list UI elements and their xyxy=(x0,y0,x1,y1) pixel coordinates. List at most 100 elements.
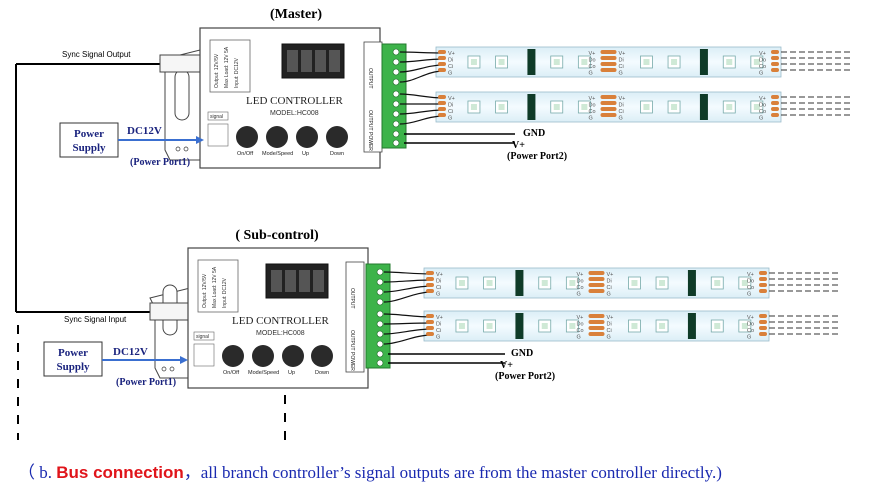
svg-text:Di: Di xyxy=(619,103,624,109)
svg-text:Do: Do xyxy=(577,279,584,285)
svg-text:Power: Power xyxy=(74,128,104,140)
svg-text:V+: V+ xyxy=(619,51,626,57)
svg-text:OUTPUT: OUTPUT xyxy=(349,330,355,351)
svg-text:Di: Di xyxy=(619,58,624,64)
svg-text:V+: V+ xyxy=(747,272,754,278)
svg-text:V+: V+ xyxy=(607,315,614,321)
svg-text:V+: V+ xyxy=(589,96,596,102)
svg-text:Di: Di xyxy=(607,322,612,328)
svg-text:Do: Do xyxy=(747,322,754,328)
svg-text:Ci: Ci xyxy=(607,285,612,291)
svg-text:V+: V+ xyxy=(759,51,766,57)
svg-text:Do: Do xyxy=(589,103,596,109)
svg-text:Input: DC12V: Input: DC12V xyxy=(222,277,228,308)
power-port1-label: (Power Port1) xyxy=(130,157,190,168)
svg-text:POWER: POWER xyxy=(367,132,373,151)
svg-text:Ci: Ci xyxy=(448,109,453,115)
svg-text:Do: Do xyxy=(747,279,754,285)
svg-text:G: G xyxy=(747,335,751,341)
svg-text:Co: Co xyxy=(589,109,596,115)
master-power2-wires: GND V+ (Power Port2) xyxy=(404,128,567,162)
dc-label: DC12V xyxy=(127,125,162,137)
svg-text:V+: V+ xyxy=(448,51,455,57)
svg-text:MODEL:HC008: MODEL:HC008 xyxy=(256,330,305,337)
controller-model: MODEL:HC008 xyxy=(270,110,319,117)
svg-text:(Power Port2): (Power Port2) xyxy=(495,371,555,382)
svg-text:Do: Do xyxy=(759,103,766,109)
svg-text:LED CONTROLLER: LED CONTROLLER xyxy=(232,315,330,327)
svg-text:V+: V+ xyxy=(759,96,766,102)
svg-text:G: G xyxy=(577,335,581,341)
svg-text:Mode/Speed: Mode/Speed xyxy=(248,370,279,376)
svg-text:Mode/Speed: Mode/Speed xyxy=(262,151,293,157)
up-button xyxy=(282,345,304,367)
svg-text:Supply: Supply xyxy=(56,361,90,373)
svg-text:G: G xyxy=(589,116,593,122)
svg-text:V+: V+ xyxy=(607,272,614,278)
svg-text:V+: V+ xyxy=(436,272,443,278)
svg-text:DC12V: DC12V xyxy=(113,346,148,358)
svg-text:G: G xyxy=(619,116,623,122)
svg-text:Co: Co xyxy=(759,109,766,115)
bus-line xyxy=(15,63,286,448)
svg-text:G: G xyxy=(589,71,593,77)
up-button xyxy=(296,126,318,148)
svg-text:G: G xyxy=(607,335,611,341)
svg-text:V+: V+ xyxy=(589,51,596,57)
svg-text:On/Off: On/Off xyxy=(223,370,240,376)
svg-text:Power: Power xyxy=(58,347,88,359)
svg-text:V+: V+ xyxy=(747,315,754,321)
master-strips: V+DiCiGV+DoCoGV+DiCiGV+DoCoGV+DiCiGV+DoC… xyxy=(399,46,851,125)
svg-text:GND: GND xyxy=(523,128,545,139)
resistor xyxy=(515,270,524,296)
sync-output-label: Sync Signal Output xyxy=(62,50,131,59)
signal-label: signal xyxy=(210,114,223,120)
svg-text:Down: Down xyxy=(330,151,344,157)
svg-text:G: G xyxy=(607,292,611,298)
svg-text:Max Load: 12V 5A: Max Load: 12V 5A xyxy=(212,266,218,308)
svg-text:GND: GND xyxy=(511,348,533,359)
sub-controller: Output: 12V/5V Max Load: 12V 5A Input: D… xyxy=(149,247,391,389)
sync-input-label: Sync Signal Input xyxy=(64,315,127,324)
svg-text:G: G xyxy=(747,292,751,298)
master-title: (Master) xyxy=(270,7,322,22)
down-button xyxy=(311,345,333,367)
svg-text:V+: V+ xyxy=(500,360,513,371)
sub-power-supply: Power Supply DC12V (Power Port1) xyxy=(43,341,188,388)
svg-text:(Power Port1): (Power Port1) xyxy=(116,377,176,388)
sub-title: ( Sub-control) xyxy=(235,228,319,243)
svg-text:Output: 12V/5V: Output: 12V/5V xyxy=(202,273,208,308)
controller-name: LED CONTROLLER xyxy=(246,95,344,107)
resistor xyxy=(687,313,696,339)
svg-text:G: G xyxy=(448,116,452,122)
sub-power2-wires: GND V+ (Power Port2) xyxy=(388,348,555,382)
resistor xyxy=(687,270,696,296)
svg-text:V+: V+ xyxy=(577,315,584,321)
svg-text:Ci: Ci xyxy=(436,285,441,291)
svg-text:Di: Di xyxy=(448,103,453,109)
down-button xyxy=(326,126,348,148)
svg-text:V+: V+ xyxy=(619,96,626,102)
spec-line: Max Load: 12V 5A xyxy=(224,46,230,88)
resistor xyxy=(699,49,708,75)
svg-text:V+: V+ xyxy=(448,96,455,102)
svg-text:G: G xyxy=(436,292,440,298)
svg-text:V+: V+ xyxy=(577,272,584,278)
svg-text:Up: Up xyxy=(288,370,295,376)
spec-line: Input: DC12V xyxy=(234,57,240,88)
svg-text:Supply: Supply xyxy=(72,142,106,154)
svg-text:Do: Do xyxy=(759,58,766,64)
svg-text:Do: Do xyxy=(577,322,584,328)
svg-text:Di: Di xyxy=(607,279,612,285)
on-off-button xyxy=(222,345,244,367)
svg-text:Co: Co xyxy=(589,64,596,70)
spec-line: Output: 12V/5V xyxy=(214,53,220,88)
svg-text:G: G xyxy=(448,71,452,77)
resistor xyxy=(515,313,524,339)
svg-text:Di: Di xyxy=(436,279,441,285)
svg-text:POWER: POWER xyxy=(349,352,355,371)
svg-text:Ci: Ci xyxy=(436,328,441,334)
